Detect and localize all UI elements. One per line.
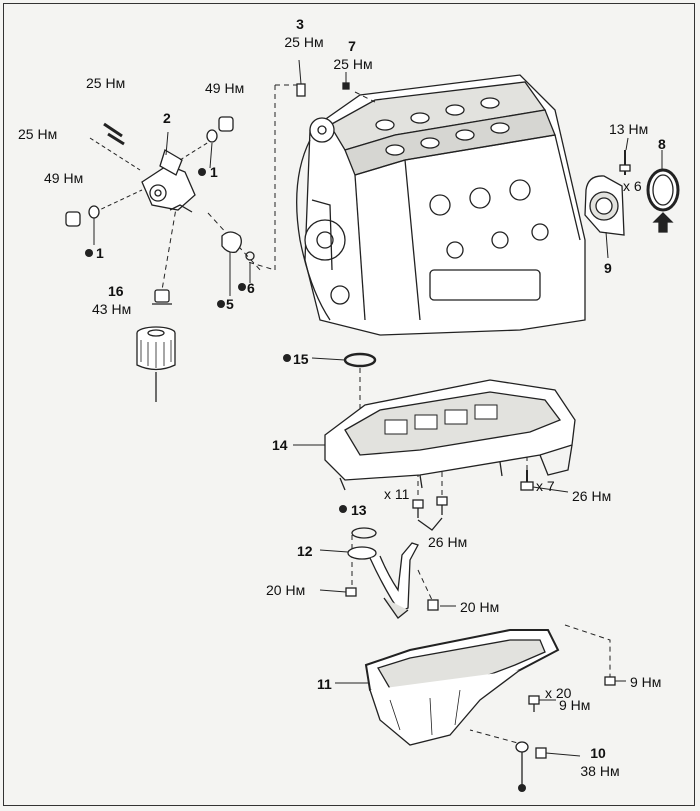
oil-strainer-12 [347, 542, 419, 619]
part-label-16: 16 [108, 283, 124, 299]
part-label-7: 7 [348, 38, 356, 54]
part-label-14: 14 [272, 437, 288, 453]
torque-label-lower-pan-upper: 9 Нм [630, 674, 662, 690]
leader-lines [93, 59, 663, 757]
union-bolts [65, 116, 234, 227]
part-label-13: 13 [351, 502, 367, 518]
oil-seal-8 [646, 168, 680, 233]
torque-label-upper-pan-lower: 26 Нм [428, 534, 468, 550]
torque-label-13nm: 13 Нм [609, 121, 649, 137]
part-dots [85, 168, 526, 792]
part-label-6: 6 [247, 280, 255, 296]
upper-oil-pan [324, 379, 576, 491]
drain-plug-10 [515, 741, 547, 785]
torque-label-16: 43 Нм [92, 301, 132, 317]
part-label-2: 2 [163, 110, 171, 126]
drain-plug-16 [152, 289, 172, 305]
o-ring-15 [343, 352, 377, 368]
bolts-3-7 [296, 82, 350, 97]
quantity-label-x20: x 20 [545, 685, 572, 701]
diagram-frame [3, 3, 695, 806]
torque-label-bracket-bolt: 25 Нм [18, 126, 58, 142]
lower-oil-pan [364, 629, 560, 746]
torque-label-7: 25 Нм [333, 56, 373, 72]
bolt-13nm [619, 150, 631, 175]
part-label-1a: 1 [210, 164, 218, 180]
part-label-3: 3 [296, 16, 304, 32]
part-label-8: 8 [658, 136, 666, 152]
torque-label-upper-pan-right: 26 Нм [572, 488, 612, 504]
torque-label-10: 38 Нм [580, 763, 620, 779]
seal-retainer-9 [584, 175, 625, 236]
part-label-15: 15 [293, 351, 309, 367]
upper-pan-bolts [412, 470, 534, 531]
part-label-5: 5 [226, 296, 234, 312]
o-ring-6 [245, 251, 255, 261]
part-label-12: 12 [297, 543, 313, 559]
torque-label-union-bolt-left: 49 Нм [44, 170, 84, 186]
part-label-9: 9 [604, 260, 612, 276]
torque-label-strainer-left: 20 Нм [266, 582, 306, 598]
gasket-13 [351, 527, 377, 539]
torque-label-lower-pan-lower: 9 Нм [559, 697, 591, 713]
torque-label-oil-pipe-bolt: 25 Нм [86, 75, 126, 91]
quantity-label-x6: x 6 [623, 178, 642, 194]
torque-label-3: 25 Нм [284, 34, 324, 50]
quantity-label-x7: x 7 [536, 478, 555, 494]
torque-label-union-bolt-right: 49 Нм [205, 80, 245, 96]
part-label-11: 11 [317, 676, 332, 692]
guide-lines [161, 84, 611, 746]
quantity-label-x11: x 11 [384, 486, 410, 502]
oil-filter [136, 326, 176, 402]
torque-label-strainer-right: 20 Нм [460, 599, 500, 615]
engine-block [296, 74, 586, 336]
gasket-5 [221, 231, 242, 254]
part-label-1b: 1 [96, 245, 104, 261]
oil-filter-bracket [89, 122, 213, 213]
part-label-10: 10 [590, 745, 606, 761]
